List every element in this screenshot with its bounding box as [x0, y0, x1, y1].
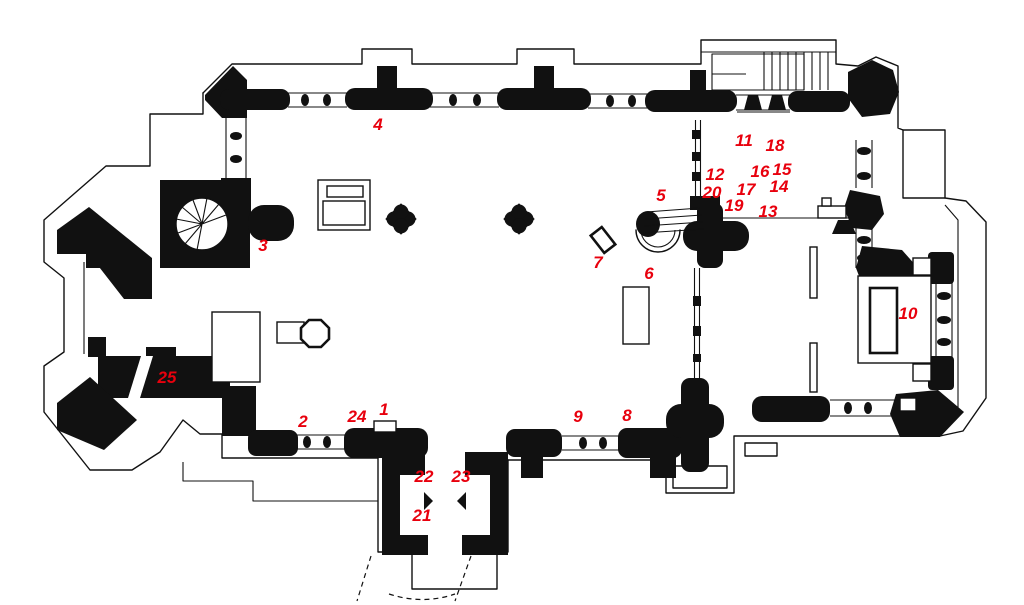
altar-rail — [809, 342, 818, 393]
nave-piers — [385, 203, 535, 235]
windows — [225, 92, 953, 451]
furnishings — [211, 179, 932, 433]
vestry-stair — [701, 51, 836, 91]
spiral-staircase — [175, 197, 229, 251]
northeast-annex — [902, 129, 946, 199]
tomb-outline — [744, 442, 778, 457]
outer-outline — [43, 39, 987, 602]
altar-rail — [809, 246, 818, 299]
font — [276, 318, 331, 349]
pulpit-stairs — [636, 207, 705, 237]
screens — [692, 111, 848, 380]
monument — [317, 179, 371, 231]
altar — [857, 257, 932, 412]
bench — [622, 286, 650, 345]
pew-platform — [211, 311, 261, 383]
porch-dashed-lines — [356, 555, 472, 602]
sedilia — [817, 197, 847, 219]
pulpit — [635, 229, 681, 253]
walls — [57, 60, 964, 555]
door-opening — [373, 420, 397, 433]
lectern — [588, 225, 618, 255]
